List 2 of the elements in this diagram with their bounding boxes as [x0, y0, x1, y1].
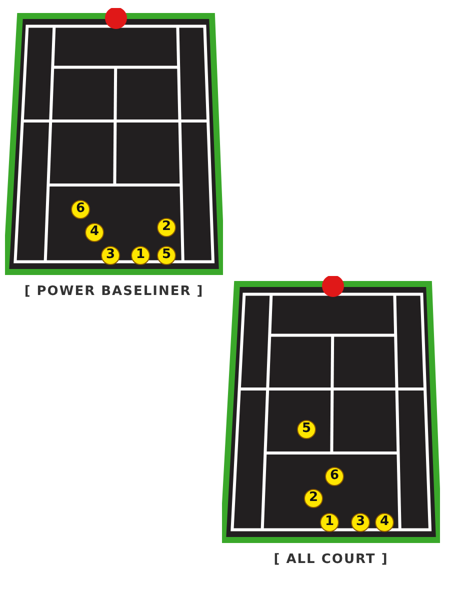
- court-caption: [ ALL COURT ]: [274, 552, 388, 567]
- court-caption: [ POWER BASELINER ]: [24, 284, 204, 299]
